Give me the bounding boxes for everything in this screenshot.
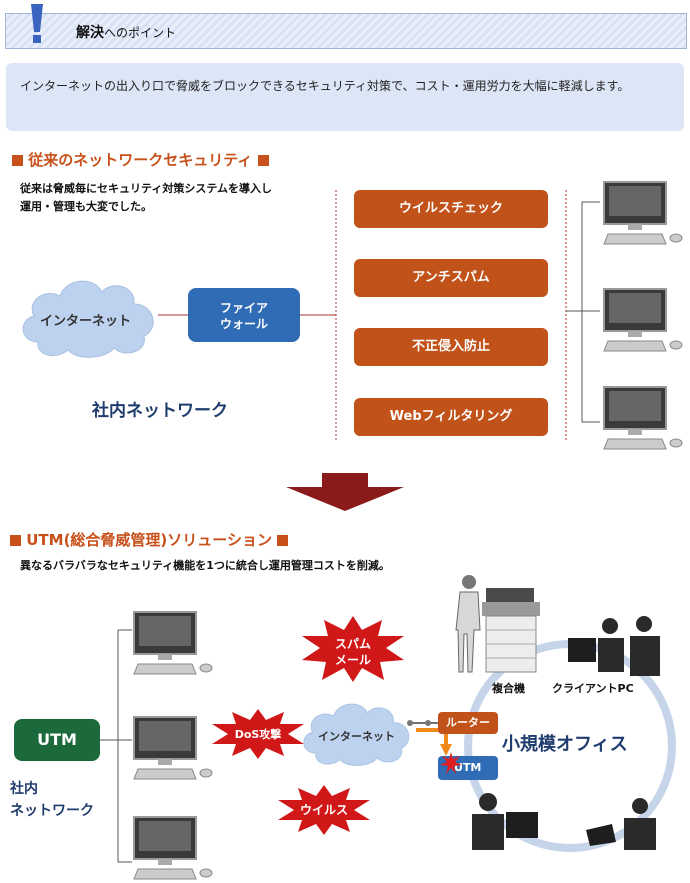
client-pc-icon — [568, 616, 660, 676]
router-box: ルーター — [438, 712, 498, 734]
computer-icon — [133, 716, 213, 780]
utm-box: UTM — [14, 719, 100, 761]
intrusion-prevention-box: 不正侵入防止 — [354, 328, 548, 366]
dos-burst-icon — [212, 709, 304, 759]
worker-icon — [586, 798, 656, 850]
firewall-box: ファイア ウォール — [188, 288, 300, 342]
network-label: 社内 ネットワーク — [10, 781, 94, 819]
cloud-icon — [303, 703, 410, 766]
square-icon — [277, 535, 289, 546]
section2-note: 異なるバラバラなセキュリティ機能を1つに統合し運用管理コストを削減。 — [20, 559, 390, 572]
web-filtering-box: Webフィルタリング — [354, 398, 548, 436]
computer-icon — [603, 181, 683, 245]
square-icon — [10, 535, 21, 546]
virus-burst-icon — [278, 785, 370, 835]
virus-check-box: ウイルスチェック — [354, 190, 548, 228]
cloud-label: インターネット — [318, 730, 395, 743]
virus-label: ウイルス — [299, 803, 348, 817]
section2-title: UTM(総合脅威管理)ソリューション — [10, 529, 289, 550]
down-arrow-icon — [286, 473, 404, 511]
dos-label: DoS攻撃 — [234, 728, 282, 741]
section1-connectors — [158, 190, 600, 442]
square-icon — [12, 155, 23, 166]
client-label: クライアントPC — [552, 682, 634, 695]
printer-icon — [482, 588, 540, 673]
page-title: 解決へのポイント — [76, 25, 177, 41]
spam-label: スパム メール — [334, 637, 371, 667]
mfp-label: 複合機 — [492, 682, 525, 695]
section1-title: 従来のネットワークセキュリティ — [12, 149, 269, 170]
header-bar — [5, 13, 687, 49]
spam-burst-icon — [302, 616, 404, 682]
cloud-label: インターネット — [40, 314, 132, 329]
anti-spam-box: アンチスパム — [354, 259, 548, 297]
threat-burst-icon — [440, 752, 462, 774]
section1-note: 従来は脅威毎にセキュリティ対策システムを導入し 運用・管理も大変でした。 — [20, 182, 273, 213]
computer-icon — [133, 816, 213, 880]
intro-text: インターネットの出入り口で脅威をブロックできるセキュリティ対策で、コスト・運用労… — [20, 79, 630, 93]
office-label: 小規模オフィス — [502, 734, 628, 755]
network-label: 社内ネットワーク — [92, 401, 228, 421]
worker-icon — [472, 793, 538, 850]
computer-icon — [133, 611, 213, 675]
square-icon — [257, 155, 269, 166]
exclamation-icon — [31, 4, 43, 43]
computer-icon — [603, 386, 683, 450]
cloud-icon — [22, 280, 154, 358]
computer-icon — [603, 288, 683, 352]
person-icon — [455, 575, 481, 673]
intro-panel — [6, 63, 684, 131]
